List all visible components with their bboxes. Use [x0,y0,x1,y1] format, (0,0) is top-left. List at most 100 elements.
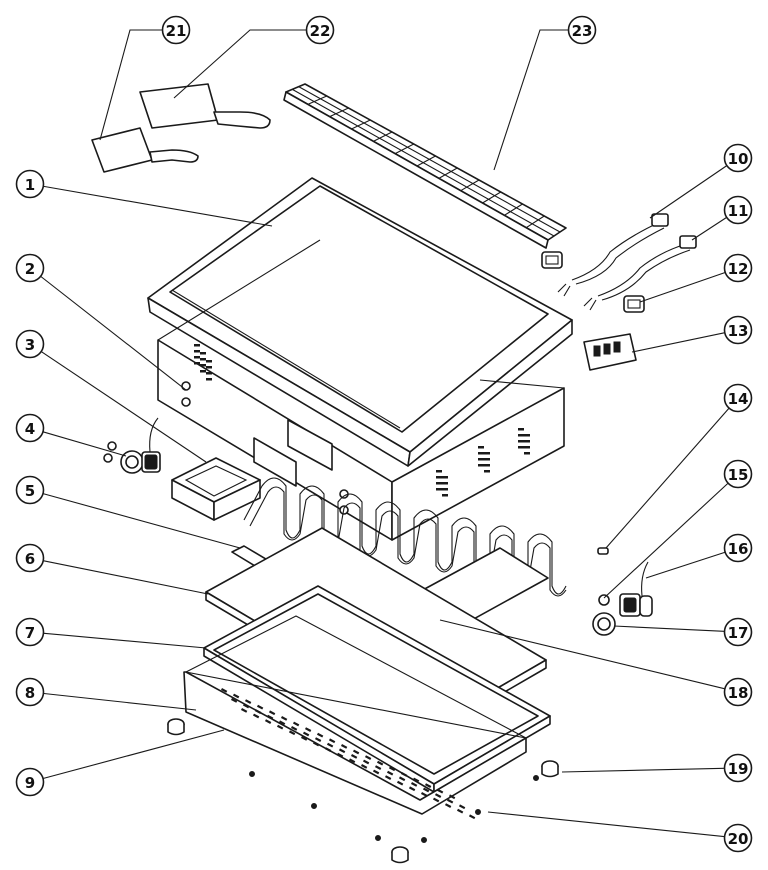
leader-line [691,217,727,241]
grille-slat [438,167,458,179]
leader-line [43,729,225,779]
callout-circle [15,767,45,797]
callout-21: 21 [99,15,191,141]
callout-number: 14 [728,390,749,408]
callout-number: 22 [310,22,331,40]
callout-number: 10 [728,150,749,168]
callout-number: 23 [572,22,593,40]
callout-circle [723,753,753,783]
vent-slot [300,735,308,741]
vent-slot [436,476,442,479]
callout-number: 11 [728,202,749,220]
callout-number: 4 [25,420,35,438]
vent-slot [206,366,212,369]
thermostat-right [592,561,653,636]
vent-slot [374,765,382,770]
vent-slot [314,737,322,742]
leader-line [40,276,187,391]
vent-slot [252,713,260,719]
vent-slot [518,446,524,449]
vent-slot [220,688,228,693]
leader-line [561,767,725,773]
callout-3: 3 [15,329,207,463]
vent-slot [256,704,264,710]
vent-slot [276,724,284,730]
callout-circle [723,315,753,345]
vent-slot [518,434,524,437]
callout-circle [15,169,45,199]
callout-number: 6 [25,550,35,568]
vent-slot [384,775,392,780]
callout-2: 2 [15,253,187,391]
foot-bottom [391,846,409,864]
grille-slat [373,131,393,142]
vent-slot [478,446,484,449]
vent-slot [408,786,416,792]
vent-slot [446,798,454,804]
callout-circle [723,383,753,413]
vent-slot [336,752,344,758]
leader-line [493,29,568,171]
callout-20: 20 [487,811,753,853]
indicator-lamp [541,251,563,269]
vent-slot [484,464,490,467]
leader-line [631,332,725,353]
vent-slot [442,482,448,485]
leader-line [43,493,241,549]
callout-circle [723,143,753,173]
vent-slot [436,788,444,794]
callout-number: 15 [728,466,749,484]
griddle-plate [147,177,573,467]
leader-line [43,632,207,649]
vent-slot [412,777,420,783]
vent-slot [432,797,440,803]
vent-slot [362,759,370,765]
foot-left [167,718,185,736]
callout-18: 18 [439,619,753,707]
callout-circle [723,617,753,647]
vent-slot [304,727,312,732]
leader-line [645,551,725,579]
callout-circle [723,459,753,489]
vent-slot [398,776,406,782]
callout-circle [15,677,45,707]
callout-19: 19 [561,753,753,783]
callout-number: 19 [728,760,749,778]
vent-slot [280,715,288,721]
vent-slot [324,747,332,752]
callout-22: 22 [173,15,335,99]
vent-slot [448,794,456,800]
vent-slot [288,730,296,736]
vent-slot [422,787,430,793]
callout-6: 6 [15,543,209,595]
callout-12: 12 [639,253,753,303]
callout-13: 13 [631,315,753,353]
callout-15: 15 [603,459,753,599]
grille-slat [307,95,327,105]
vent-slot [244,699,252,704]
callout-circle [723,677,753,707]
vent-slot [326,742,334,748]
vent-slot [242,703,250,709]
vent-slot [206,360,212,363]
vent-slot [478,464,484,467]
leader-line [43,431,127,457]
vent-slot [388,766,396,772]
callout-8: 8 [15,677,197,711]
vent-slot [230,697,238,703]
vent-slot [200,364,206,367]
vent-slot [524,446,530,449]
vent-slot [200,358,206,361]
vent-slot [442,494,448,497]
grille-slat [394,143,415,155]
vent-slot [396,780,404,786]
vent-slot [524,452,530,455]
callout-circle [723,253,753,283]
power-switch [623,295,645,313]
callout-circle [723,533,753,563]
vent-slot [456,808,464,814]
vent-slot [194,356,200,359]
callout-number: 12 [728,260,749,278]
vent-slot [410,781,418,787]
vent-slot [302,731,310,737]
